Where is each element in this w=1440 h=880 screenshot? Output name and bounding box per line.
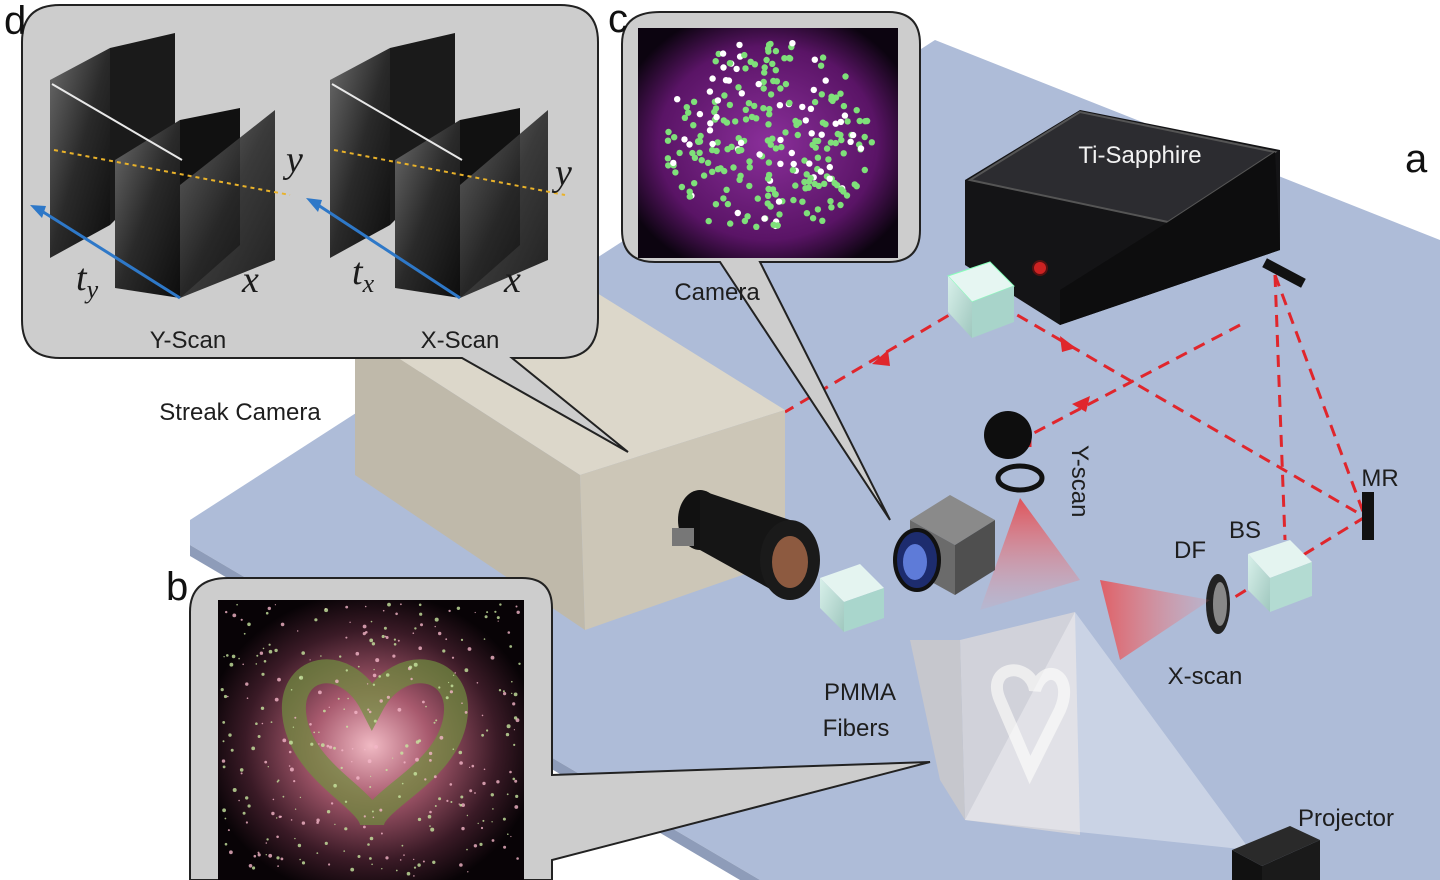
projector-icon — [1232, 826, 1320, 880]
right-time-axis-label: tx — [352, 251, 375, 298]
y-scan-mirror-icon — [984, 411, 1045, 493]
beam-arrows — [872, 336, 1090, 412]
pmma-label-line2: Fibers — [823, 715, 890, 742]
streak-lens-icon — [672, 490, 820, 600]
left-y-axis-label: y — [282, 139, 303, 181]
beam-splitter-top-icon — [947, 261, 1015, 338]
panel-letter-b: b — [166, 565, 188, 609]
projector-label: Projector — [1298, 805, 1394, 832]
left-x-axis-label: x — [241, 259, 259, 301]
ti-sapphire-label: Ti-Sapphire — [1078, 142, 1201, 169]
pmma-label-line1: PMMA — [824, 679, 896, 706]
left-time-axis-label: ty — [76, 257, 99, 304]
x-scan-label: X-scan — [1168, 663, 1243, 690]
x-scan-beam — [1100, 580, 1210, 660]
streak-camera — [355, 270, 820, 630]
y-scan-label: Y-scan — [1066, 445, 1093, 518]
mirror-top-icon — [1262, 258, 1306, 288]
fiber-dots — [220, 602, 521, 877]
x-scan-caption: X-Scan — [421, 327, 500, 354]
ti-sapphire-laser: Ti-Sapphire — [965, 110, 1280, 325]
inset-c — [621, 11, 921, 521]
heart-image — [218, 600, 524, 880]
camera-label: Camera — [674, 279, 760, 306]
df-filter-icon — [1206, 574, 1230, 634]
beam-splitter-bottom-icon — [820, 564, 884, 632]
projector-light — [965, 612, 1250, 850]
y-scan-caption: Y-Scan — [150, 327, 227, 354]
right-y-axis-label: y — [551, 152, 572, 194]
panel-letter-d: d — [4, 0, 26, 43]
fluorescence-dots — [664, 40, 875, 230]
inset-b — [189, 577, 931, 880]
laser-aperture-icon — [1032, 260, 1048, 276]
streak-camera-label: Streak Camera — [159, 399, 321, 426]
panel-letter-a: a — [1405, 137, 1428, 181]
x-scan-streak-block — [306, 33, 566, 300]
bs-cube-icon — [1248, 540, 1312, 612]
heart-outline — [281, 659, 468, 828]
mr-mirror-icon — [1362, 492, 1374, 540]
df-label: DF — [1174, 537, 1206, 564]
mr-label: MR — [1361, 465, 1398, 492]
fiber-screen — [910, 612, 1080, 835]
y-scan-streak-block — [30, 33, 291, 300]
right-x-axis-label: x — [503, 259, 521, 301]
bs-label: BS — [1229, 517, 1261, 544]
y-scan-beam — [980, 498, 1080, 610]
inset-d: ty x y tx x y Y-Scan X-Scan — [21, 4, 629, 453]
panel-letter-c: c — [608, 0, 628, 41]
camera-device — [893, 495, 995, 595]
